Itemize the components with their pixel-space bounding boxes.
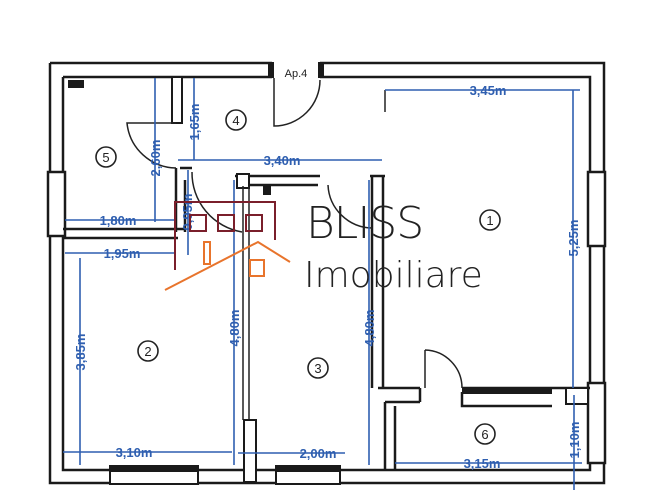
dim-label: 3,85m — [73, 334, 88, 371]
dim-label: 2,00m — [300, 446, 337, 461]
dim-label: 3,10m — [116, 445, 153, 460]
outer-walls — [46, 61, 607, 485]
room-marker-6: 6 — [474, 423, 496, 445]
dim-label: 3,40m — [264, 153, 301, 168]
dim-label: 4,80m — [227, 310, 242, 347]
svg-text:5: 5 — [102, 150, 109, 165]
room-marker-3: 3 — [307, 357, 329, 379]
doors — [126, 78, 463, 389]
svg-text:4: 4 — [232, 113, 239, 128]
svg-text:1: 1 — [486, 213, 493, 228]
dim-label: 2,60m — [148, 140, 163, 177]
interior-walls — [63, 76, 590, 483]
room-marker-1: 1 — [479, 209, 501, 231]
dimension-labels: 3,45m 5,25m 3,40m 1,65m 2,60m 0,95m 1,80… — [73, 83, 582, 471]
svg-text:6: 6 — [481, 427, 488, 442]
dim-label: 3,15m — [464, 456, 501, 471]
room-marker-2: 2 — [137, 340, 159, 362]
logo-house-icon — [164, 201, 291, 291]
svg-text:3: 3 — [314, 361, 321, 376]
logo: BLISS Imobiliare — [164, 198, 483, 296]
svg-text:2: 2 — [144, 344, 151, 359]
dim-label: 1,65m — [187, 104, 202, 141]
dim-label: 0,95m — [180, 194, 195, 231]
logo-text-bliss: BLISS — [306, 198, 423, 249]
dim-label: 5,25m — [566, 220, 581, 257]
dim-label: 4,80m — [362, 310, 377, 347]
logo-text-imobiliare: Imobiliare — [304, 255, 483, 296]
room-marker-4: 4 — [225, 109, 247, 131]
entrance-label: Ap.4 — [285, 68, 308, 80]
dim-label: 1,80m — [100, 213, 137, 228]
dimension-lines — [63, 78, 582, 490]
dim-label: 3,45m — [470, 83, 507, 98]
dim-label: 1,10m — [567, 422, 582, 459]
dim-label: 1,95m — [104, 246, 141, 261]
room-marker-5: 5 — [95, 146, 117, 168]
